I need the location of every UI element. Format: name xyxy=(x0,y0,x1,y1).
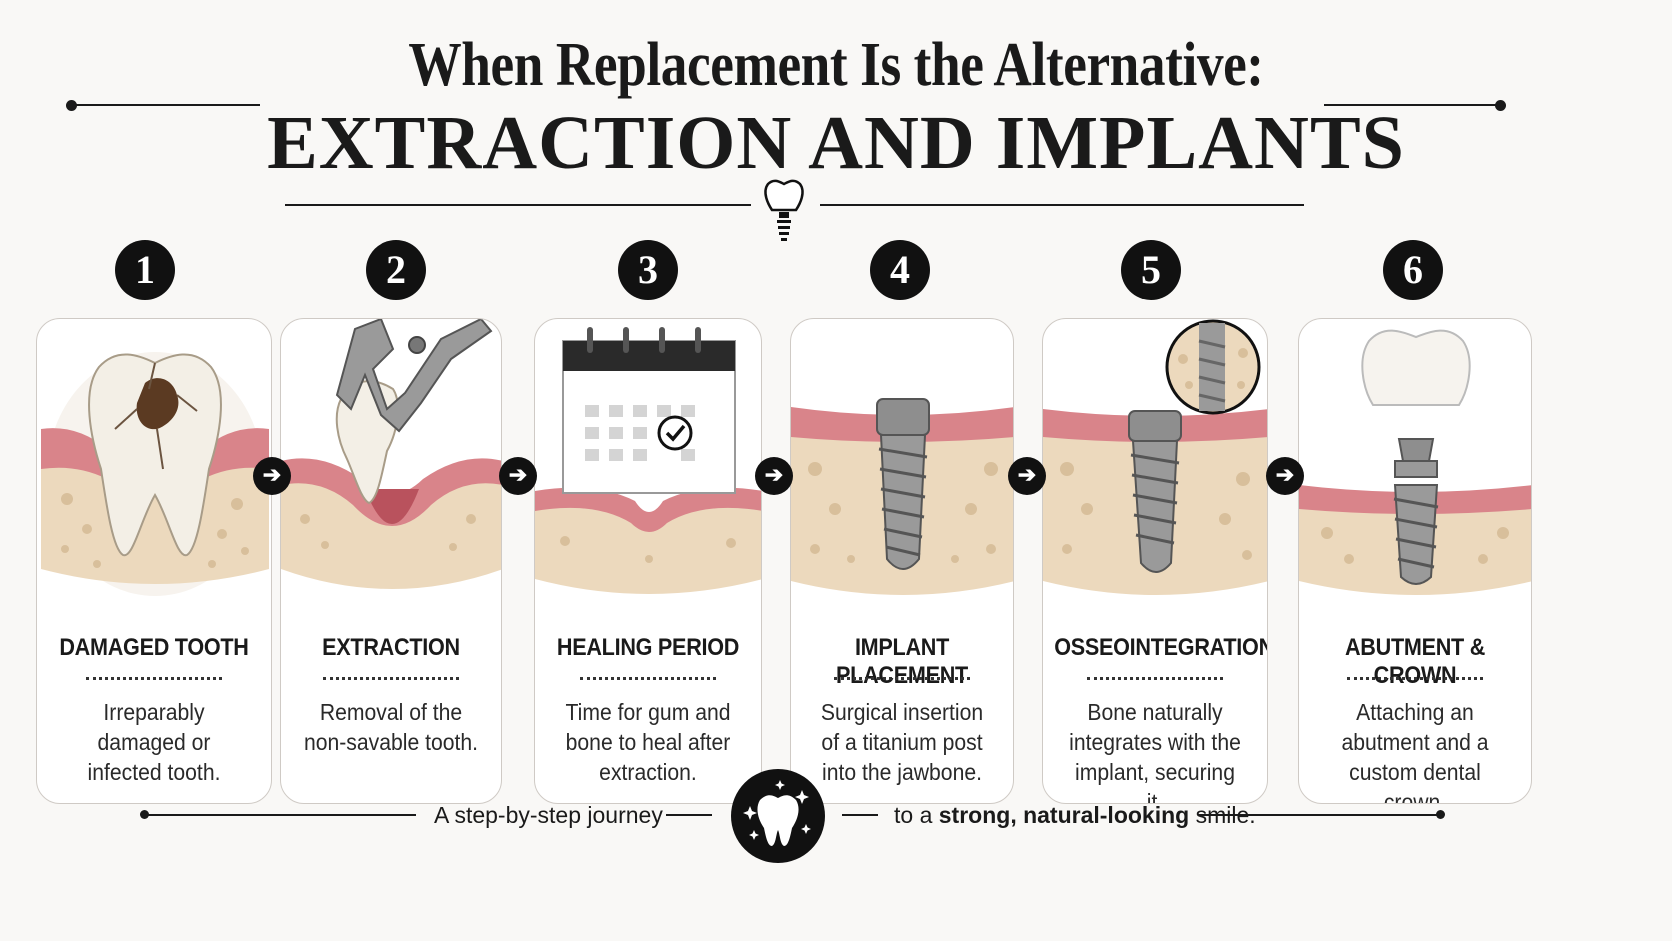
damaged-tooth-icon xyxy=(37,319,272,629)
step-3-divider xyxy=(580,677,716,680)
step-1-divider xyxy=(86,677,222,680)
step-card-1: DAMAGED TOOTH Irreparably damaged or inf… xyxy=(36,318,272,804)
osseointegration-icon xyxy=(1043,319,1268,629)
footer-dot-right xyxy=(1436,810,1445,819)
header-rule-right xyxy=(1324,104,1500,106)
step-2-desc: Removal of the non-savable tooth. xyxy=(303,697,480,757)
step-2-divider xyxy=(323,677,459,680)
step-4-title: IMPLANT PLACEMENT xyxy=(802,634,1002,690)
arrow-right-icon-5: ➔ xyxy=(1266,457,1304,495)
footer-rule-left xyxy=(146,814,416,816)
footer-rule-mid-right xyxy=(842,814,878,816)
step-5-desc: Bone naturally integrates with the impla… xyxy=(1065,697,1245,804)
arrow-right-icon-3: ➔ xyxy=(755,457,793,495)
step-1-number: 1 xyxy=(115,240,175,300)
arrow-right-icon-2: ➔ xyxy=(499,457,537,495)
step-card-6: ABUTMENT & CROWN Attaching an abutment a… xyxy=(1298,318,1532,804)
tooth-implant-icon xyxy=(760,176,808,246)
step-3-number: 3 xyxy=(618,240,678,300)
sparkling-tooth-icon xyxy=(730,768,826,864)
step-1-desc: Irreparably damaged or infected tooth. xyxy=(59,697,249,787)
step-2-number: 2 xyxy=(366,240,426,300)
step-3-title: HEALING PERIOD xyxy=(546,634,749,662)
step-3-desc: Time for gum and bone to heal after extr… xyxy=(557,697,739,787)
step-4-divider xyxy=(834,677,970,680)
step-4-desc: Surgical insertion of a titanium post in… xyxy=(813,697,991,787)
footer-right-prefix: to a xyxy=(894,802,939,828)
footer-rule-mid-left xyxy=(666,814,712,816)
step-card-5: OSSEOINTEGRATION Bone naturally integrat… xyxy=(1042,318,1268,804)
arrow-right-icon-1: ➔ xyxy=(253,457,291,495)
step-1-title: DAMAGED TOOTH xyxy=(49,634,260,662)
step-card-3: HEALING PERIOD Time for gum and bone to … xyxy=(534,318,762,804)
subtitle-rule-left xyxy=(285,204,751,206)
rule-dot-right xyxy=(1495,100,1506,111)
implant-post-icon xyxy=(791,319,1014,629)
step-card-4: IMPLANT PLACEMENT Surgical insertion of … xyxy=(790,318,1014,804)
header-rule-left xyxy=(72,104,260,106)
step-6-number: 6 xyxy=(1383,240,1443,300)
arrow-right-icon-4: ➔ xyxy=(1008,457,1046,495)
subtitle-rule-right xyxy=(820,204,1304,206)
step-5-number: 5 xyxy=(1121,240,1181,300)
footer-left-text: A step-by-step journey xyxy=(434,800,663,830)
forceps-extraction-icon xyxy=(281,319,502,629)
step-5-divider xyxy=(1087,677,1223,680)
step-6-title: ABUTMENT & CROWN xyxy=(1311,634,1520,690)
step-6-divider xyxy=(1347,677,1483,680)
title-line-1: When Replacement Is the Alternative: xyxy=(117,28,1555,102)
step-card-2: EXTRACTION Removal of the non-savable to… xyxy=(280,318,502,804)
abutment-crown-icon xyxy=(1299,319,1532,629)
step-5-title: OSSEOINTEGRATION xyxy=(1054,634,1256,662)
title-line-2: EXTRACTION AND IMPLANTS xyxy=(0,100,1672,186)
footer-right-bold: strong, natural-looking xyxy=(939,802,1189,828)
step-2-title: EXTRACTION xyxy=(292,634,490,662)
step-6-desc: Attaching an abutment and a custom denta… xyxy=(1321,697,1509,804)
footer-rule-right xyxy=(1198,814,1438,816)
calendar-check-icon xyxy=(535,319,762,629)
step-4-number: 4 xyxy=(870,240,930,300)
